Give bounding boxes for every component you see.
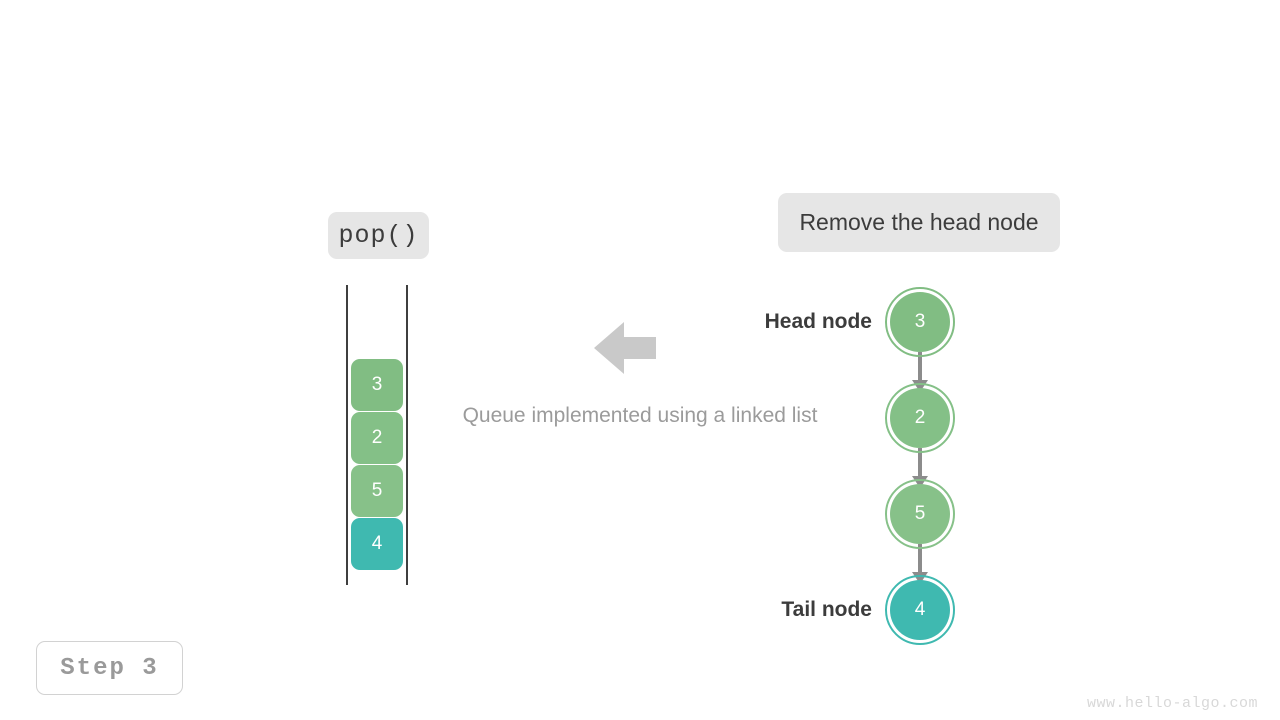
operation-label: pop() xyxy=(328,212,429,259)
step-badge: Step 3 xyxy=(36,641,183,695)
queue-wall-right xyxy=(406,285,408,585)
queue-cell: 4 xyxy=(351,518,403,570)
list-node: 4 xyxy=(885,575,955,645)
queue-cell-value: 4 xyxy=(371,533,383,554)
queue-cell: 2 xyxy=(351,412,403,464)
list-node-value: 2 xyxy=(914,407,926,428)
list-node: 3 xyxy=(885,287,955,357)
caption-text: Queue implemented using a linked list xyxy=(462,404,818,427)
queue-cell-value: 5 xyxy=(371,480,383,501)
list-edge xyxy=(918,544,922,580)
left-arrow-icon xyxy=(594,320,656,376)
head-node-label: Head node xyxy=(764,310,872,333)
list-edge xyxy=(918,352,922,388)
queue-cell: 3 xyxy=(351,359,403,411)
list-node: 5 xyxy=(885,479,955,549)
queue-wall-left xyxy=(346,285,348,585)
linked-list-diagram: 3 2 5 4 xyxy=(860,286,1000,646)
queue-container: 3 2 5 4 xyxy=(346,285,408,585)
watermark: www.hello-algo.com xyxy=(1086,695,1258,712)
tail-node-label: Tail node xyxy=(781,598,872,621)
queue-cell-value: 2 xyxy=(371,427,383,448)
list-node-value: 5 xyxy=(914,503,926,524)
queue-cell-list: 3 2 5 4 xyxy=(351,359,403,570)
queue-cell: 5 xyxy=(351,465,403,517)
list-node: 2 xyxy=(885,383,955,453)
action-label: Remove the head node xyxy=(778,193,1060,252)
list-node-value: 3 xyxy=(914,311,926,332)
queue-cell-value: 3 xyxy=(371,374,383,395)
list-node-value: 4 xyxy=(914,599,926,620)
list-edge xyxy=(918,448,922,484)
